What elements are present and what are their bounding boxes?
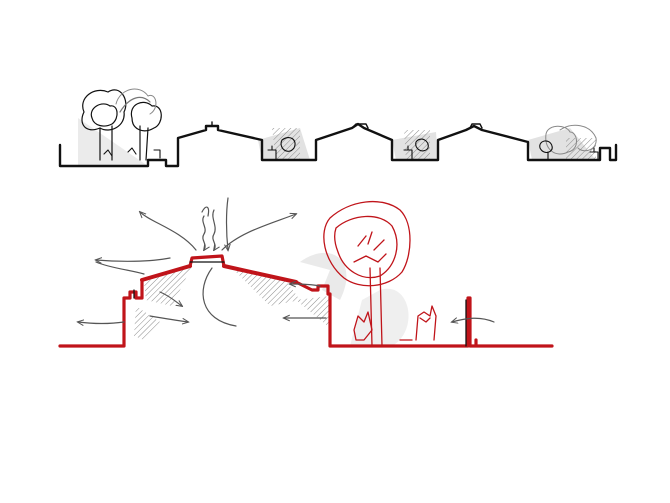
section-outline <box>58 254 554 348</box>
strip-hatch <box>272 128 596 160</box>
enlarged-section <box>58 197 554 348</box>
section-hatch <box>134 266 330 340</box>
strip-figures <box>103 137 599 161</box>
strip-ghost-trees <box>115 88 597 155</box>
overall-section-strip <box>58 88 618 168</box>
airflow-arrows <box>78 197 495 327</box>
tree-sketch <box>323 200 437 347</box>
section-inner-lines <box>133 261 467 347</box>
strip-trees <box>81 89 162 161</box>
strip-ground-line <box>58 122 618 168</box>
section-roof-thick <box>140 264 298 284</box>
strip-roof-details <box>211 121 483 129</box>
section-shading <box>300 252 409 346</box>
